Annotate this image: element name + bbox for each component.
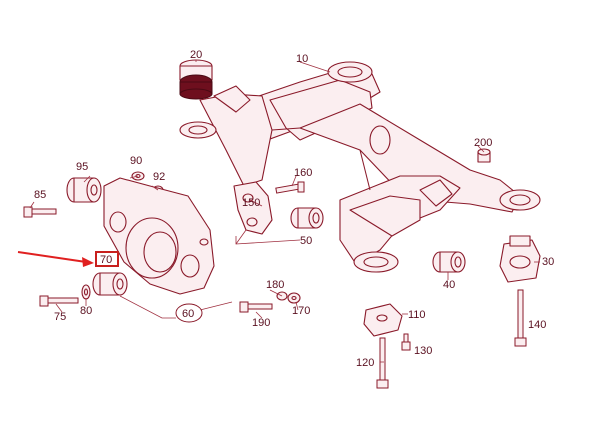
part-160-bolt xyxy=(275,181,305,194)
part-labels: 10 20 30 40 50 60 70 75 80 85 90 92 95 1… xyxy=(34,49,554,369)
part-75-bolt xyxy=(39,295,79,307)
label-120[interactable]: 120 xyxy=(356,357,374,369)
part-10-subframe xyxy=(179,61,541,273)
part-50-bushing xyxy=(290,207,324,229)
leader-lines xyxy=(29,60,540,363)
label-75[interactable]: 75 xyxy=(54,311,66,323)
highlight-callout xyxy=(17,251,119,267)
label-200[interactable]: 200 xyxy=(474,137,492,149)
part-20-mount xyxy=(179,59,213,100)
label-180[interactable]: 180 xyxy=(266,279,284,291)
label-50[interactable]: 50 xyxy=(300,235,312,247)
callout-60-circle xyxy=(175,303,203,323)
part-30-mount xyxy=(499,235,541,283)
label-150[interactable]: 150 xyxy=(242,197,260,209)
part-70-bushing xyxy=(92,272,128,296)
label-130[interactable]: 130 xyxy=(414,345,432,357)
label-30[interactable]: 30 xyxy=(542,256,554,268)
label-110[interactable]: 110 xyxy=(408,309,426,321)
part-85-bolt xyxy=(23,206,57,218)
part-130-bolt xyxy=(401,333,411,351)
label-10[interactable]: 10 xyxy=(296,53,308,65)
label-40[interactable]: 40 xyxy=(443,279,455,291)
label-70[interactable]: 70 xyxy=(100,254,112,266)
part-120-bolt xyxy=(376,337,389,389)
label-80[interactable]: 80 xyxy=(80,305,92,317)
part-190-bolt xyxy=(239,301,273,313)
label-60[interactable]: 60 xyxy=(182,308,194,320)
label-160[interactable]: 160 xyxy=(294,167,312,179)
part-40-bushing xyxy=(432,251,466,273)
label-92[interactable]: 92 xyxy=(153,171,165,183)
part-200-cap xyxy=(477,148,491,163)
label-170[interactable]: 170 xyxy=(292,305,310,317)
part-150-bracket xyxy=(233,181,273,235)
part-110-bracket xyxy=(363,303,403,337)
part-95-bushing xyxy=(66,177,102,203)
label-85[interactable]: 85 xyxy=(34,189,46,201)
part-170-nut xyxy=(287,292,301,304)
part-80-washer xyxy=(81,284,91,300)
label-140[interactable]: 140 xyxy=(528,319,546,331)
label-95[interactable]: 95 xyxy=(76,161,88,173)
label-190[interactable]: 190 xyxy=(252,317,270,329)
axle-carrier-plate xyxy=(103,177,215,295)
part-140-bolt xyxy=(514,289,527,347)
label-20[interactable]: 20 xyxy=(190,49,202,61)
label-90[interactable]: 90 xyxy=(130,155,142,167)
